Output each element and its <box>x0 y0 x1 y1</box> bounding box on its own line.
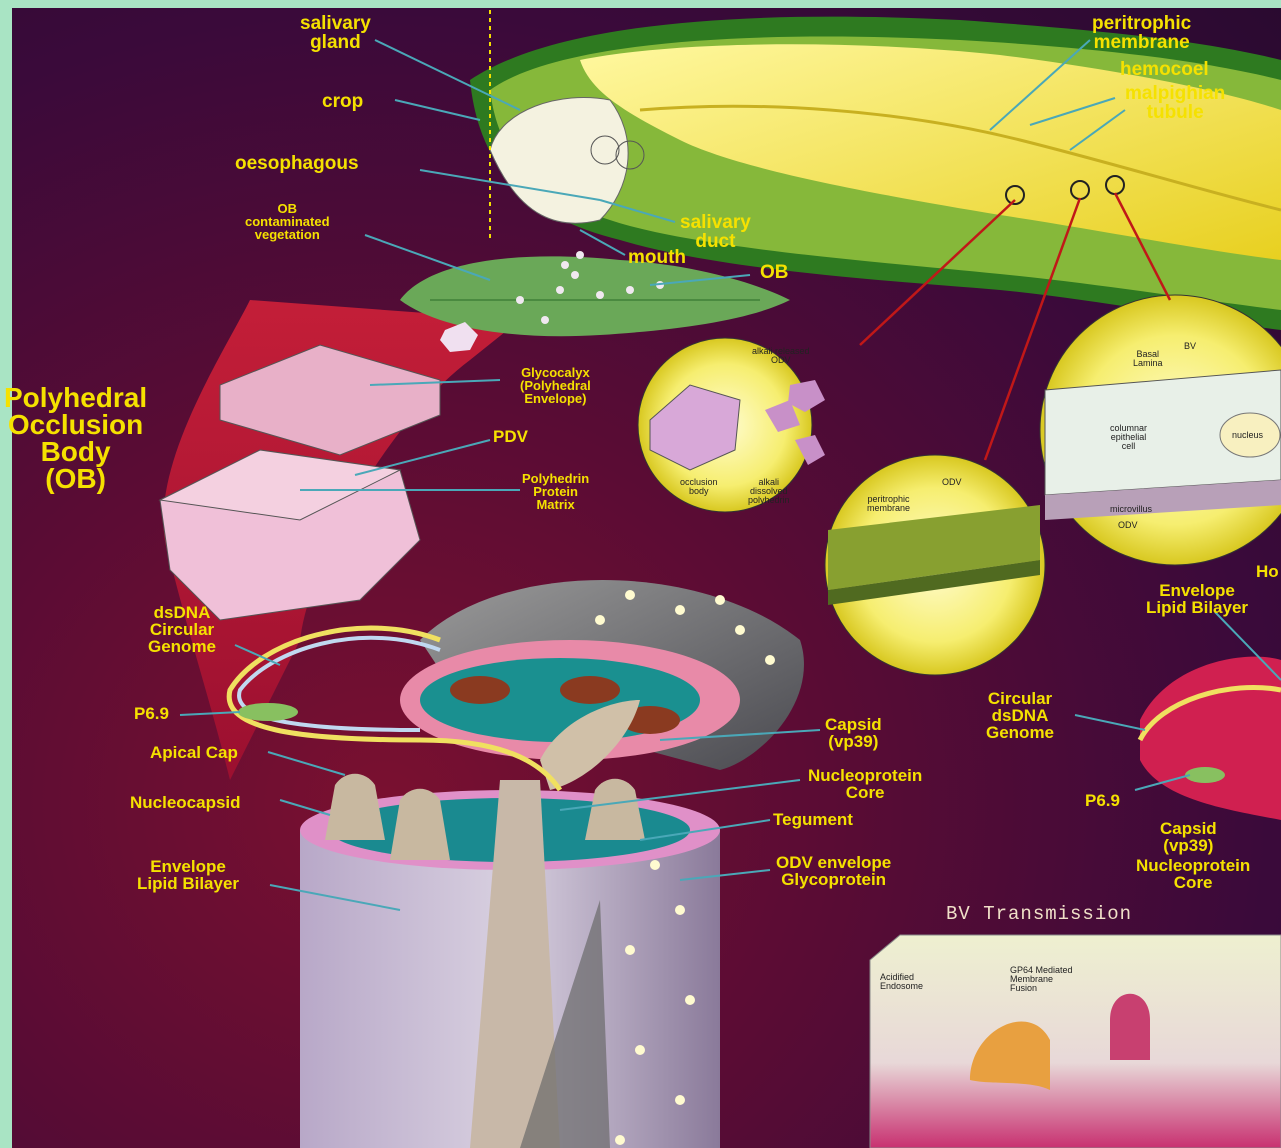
label-nucleoprotein-core-right: Nucleoprotein Core <box>1136 857 1250 891</box>
label-hemocoel: hemocoel <box>1120 60 1209 79</box>
label-circular-dsdna: Circular dsDNA Genome <box>986 690 1054 741</box>
label-capsid-right: Capsid (vp39) <box>1160 820 1217 854</box>
label-ob: OB <box>760 263 789 282</box>
inset-alkali-released: alkali released ODV <box>752 347 810 365</box>
inset-odv-1: ODV <box>942 478 962 487</box>
nucleocapsid-1 <box>325 774 385 840</box>
label-p69-left: P6.9 <box>134 705 169 722</box>
inset-occlusion-body: occlusion body <box>680 478 718 496</box>
label-peritrophic-membrane: peritrophic membrane <box>1092 14 1191 52</box>
label-malpighian-tubule: malpighian tubule <box>1125 84 1225 122</box>
label-apical-cap: Apical Cap <box>150 744 238 761</box>
label-ho: Ho <box>1256 563 1279 580</box>
label-pdv: PDV <box>493 428 528 445</box>
inset-columnar-cell: columnar epithelial cell <box>1110 424 1147 451</box>
label-salivary-duct: salivary duct <box>680 213 751 251</box>
inset-bv: BV <box>1184 342 1196 351</box>
label-envelope-lipid-left: Envelope Lipid Bilayer <box>137 858 239 892</box>
inset-basal-lamina: Basal Lamina <box>1133 350 1163 368</box>
bv-virion <box>1140 657 1281 820</box>
label-capsid-left: Capsid (vp39) <box>825 716 882 750</box>
label-tegument: Tegument <box>773 811 853 828</box>
capsid-segment-1 <box>450 676 510 704</box>
label-nucleoprotein-core-left: Nucleoprotein Core <box>808 767 922 801</box>
p69-marker-right <box>1185 767 1225 783</box>
inset-acidified-endosome: Acidified Endosome <box>880 973 923 991</box>
label-nucleocapsid: Nucleocapsid <box>130 794 241 811</box>
capsid-segment-2 <box>560 676 620 704</box>
inset-gp64-fusion: GP64 Mediated Membrane Fusion <box>1010 966 1073 993</box>
label-odv-envelope: ODV envelope Glycoprotein <box>776 854 891 888</box>
label-oesophagous: oesophagous <box>235 154 359 173</box>
inset-alkali-dissolved: alkali dissolved polyhedrin <box>748 478 790 505</box>
label-dsdna-circular-genome: dsDNA Circular Genome <box>148 604 216 655</box>
label-p69-right: P6.9 <box>1085 792 1120 809</box>
bv-transmission-title: BV Transmission <box>946 903 1132 925</box>
inset-microvillus: microvillus <box>1110 505 1152 514</box>
label-polyhedrin-matrix: Polyhedrin Protein Matrix <box>522 472 589 511</box>
label-crop: crop <box>322 92 363 111</box>
label-envelope-lipid-right: Envelope Lipid Bilayer <box>1146 582 1248 616</box>
label-ob-contaminated: OB contaminated vegetation <box>245 202 330 241</box>
inset-odv-2: ODV <box>1118 521 1138 530</box>
bv-transmission-panel <box>870 935 1281 1148</box>
inset-nucleus: nucleus <box>1232 431 1263 440</box>
title-polyhedral-occlusion-body: Polyhedral Occlusion Body (OB) <box>4 384 147 492</box>
nucleocapsid-3 <box>585 779 645 840</box>
label-mouth: mouth <box>628 248 686 267</box>
budding-virion <box>1110 994 1150 1060</box>
p69-marker-left <box>238 703 298 721</box>
label-glycocalyx: Glycocalyx (Polyhedral Envelope) <box>520 366 591 405</box>
inset-peritrophic: peritrophic membrane <box>867 495 910 513</box>
label-salivary-gland: salivary gland <box>300 14 371 52</box>
